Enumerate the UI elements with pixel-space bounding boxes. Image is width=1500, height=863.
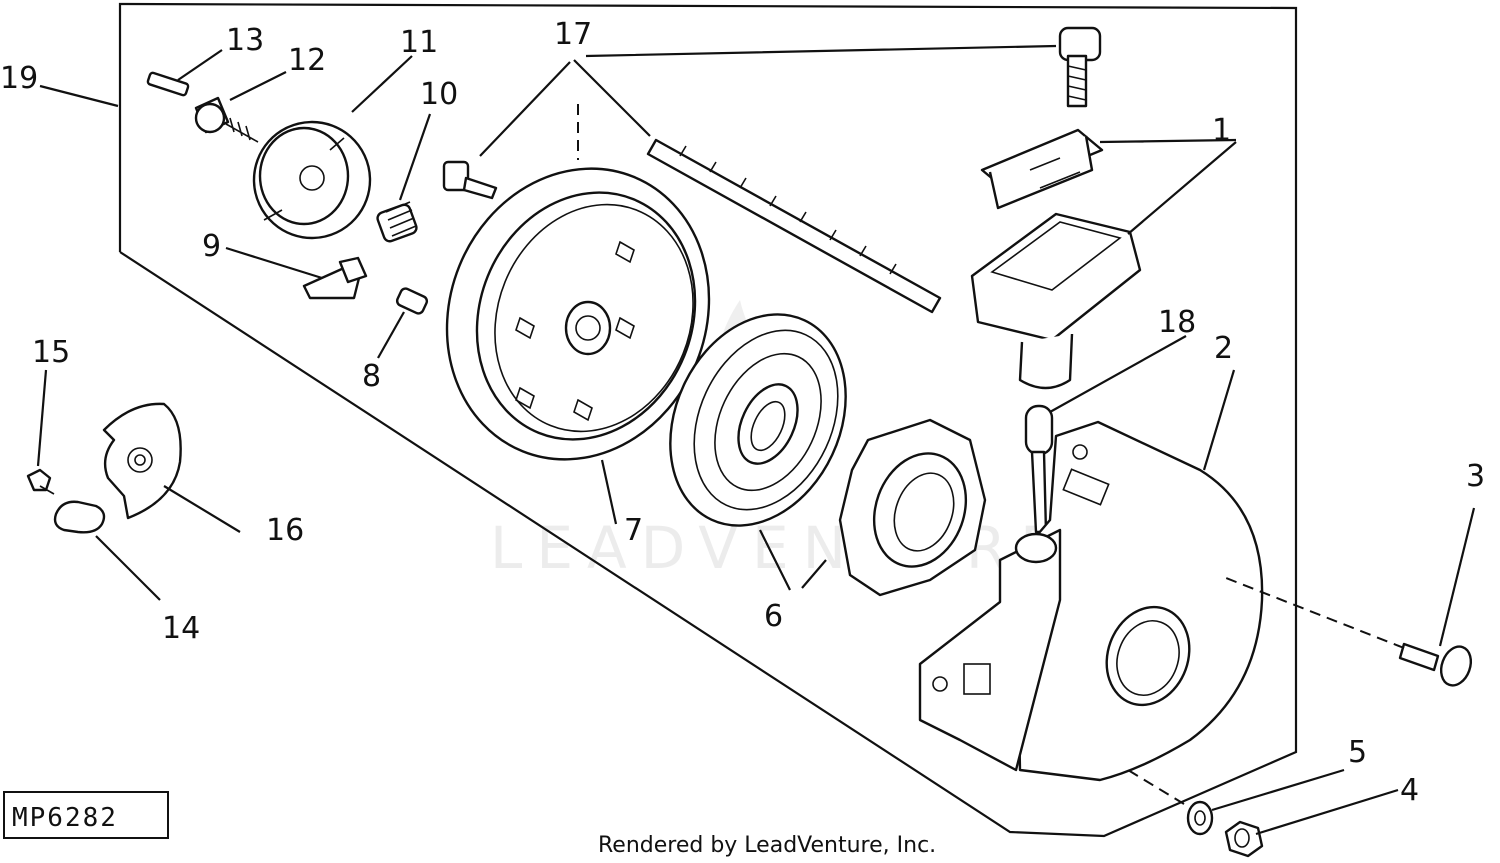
callout-19: 19 bbox=[0, 61, 38, 96]
figure-code-box: MP6282 bbox=[3, 791, 169, 839]
part-17-screw-left bbox=[442, 160, 498, 200]
part-18-rope-insert bbox=[1024, 404, 1054, 534]
part-6-recoil-spring bbox=[669, 313, 847, 527]
leader-lines bbox=[36, 44, 1476, 836]
part-7-pulley bbox=[445, 167, 711, 461]
callout-4: 4 bbox=[1400, 773, 1419, 808]
callout-15: 15 bbox=[32, 335, 70, 370]
callout-2: 2 bbox=[1214, 331, 1233, 366]
callout-8: 8 bbox=[362, 359, 381, 394]
assembly-outline bbox=[118, 2, 1298, 838]
part-8-small-spring bbox=[395, 287, 429, 315]
callout-1: 1 bbox=[1212, 113, 1231, 148]
callout-3: 3 bbox=[1466, 459, 1485, 494]
callout-18: 18 bbox=[1158, 305, 1196, 340]
callout-9: 9 bbox=[202, 229, 221, 264]
part-10-spring bbox=[376, 201, 418, 243]
callout-12: 12 bbox=[288, 43, 326, 78]
callout-17: 17 bbox=[554, 17, 592, 52]
callout-10: 10 bbox=[420, 77, 458, 112]
part-13-pin bbox=[146, 71, 190, 97]
part-1-handle-bracket bbox=[980, 128, 1104, 210]
callout-11: 11 bbox=[400, 25, 438, 60]
part-11-pulley-cup bbox=[252, 120, 372, 240]
footer-credit: Rendered by LeadVenture, Inc. bbox=[598, 833, 936, 858]
callout-6: 6 bbox=[764, 599, 783, 634]
part-17-rope bbox=[646, 138, 942, 314]
part-1-handle bbox=[970, 212, 1142, 390]
part-9-pawl bbox=[302, 256, 368, 300]
callout-7: 7 bbox=[624, 513, 643, 548]
part-6-spring-cover bbox=[838, 418, 987, 597]
callout-16: 16 bbox=[266, 513, 304, 548]
part-15-screw bbox=[26, 468, 55, 495]
part-14-bushing bbox=[53, 500, 106, 534]
part-17-bolt-top bbox=[1058, 26, 1102, 108]
callout-13: 13 bbox=[226, 23, 264, 58]
callout-14: 14 bbox=[162, 611, 200, 646]
part-3-bolt bbox=[1225, 577, 1473, 687]
figure-code: MP6282 bbox=[12, 803, 118, 833]
part-16-plate bbox=[102, 402, 182, 520]
callouts: 1 2 3 4 5 6 7 8 9 10 11 12 13 14 15 16 1… bbox=[0, 17, 1485, 808]
part-12-screw bbox=[194, 96, 259, 143]
part-2-housing bbox=[918, 420, 1264, 782]
part-5-washer bbox=[1127, 769, 1214, 836]
callout-5: 5 bbox=[1348, 735, 1367, 770]
part-4-nut bbox=[1224, 820, 1264, 858]
